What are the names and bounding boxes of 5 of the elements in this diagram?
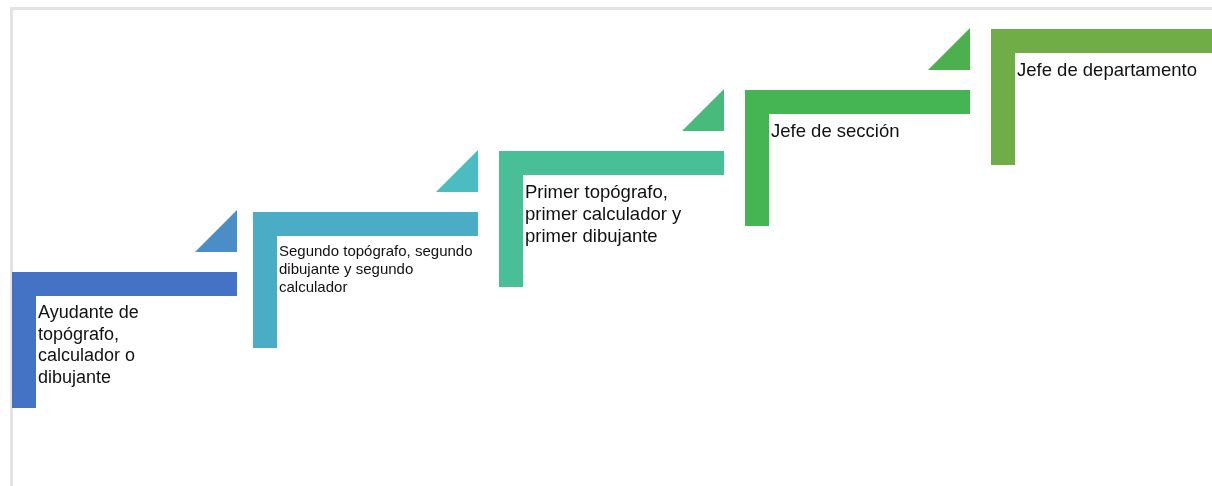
step-label: Segundo topógrafo, segundo dibujante y segundo calculador <box>279 242 474 296</box>
step-label: Jefe de departamento <box>1017 59 1198 82</box>
step-label: Ayudante de topógrafo, calculador o dibujante <box>38 302 140 389</box>
step-label: Primer topógrafo, primer calculador y primer dibujante <box>525 181 683 248</box>
step-label: Jefe de sección <box>771 120 901 143</box>
